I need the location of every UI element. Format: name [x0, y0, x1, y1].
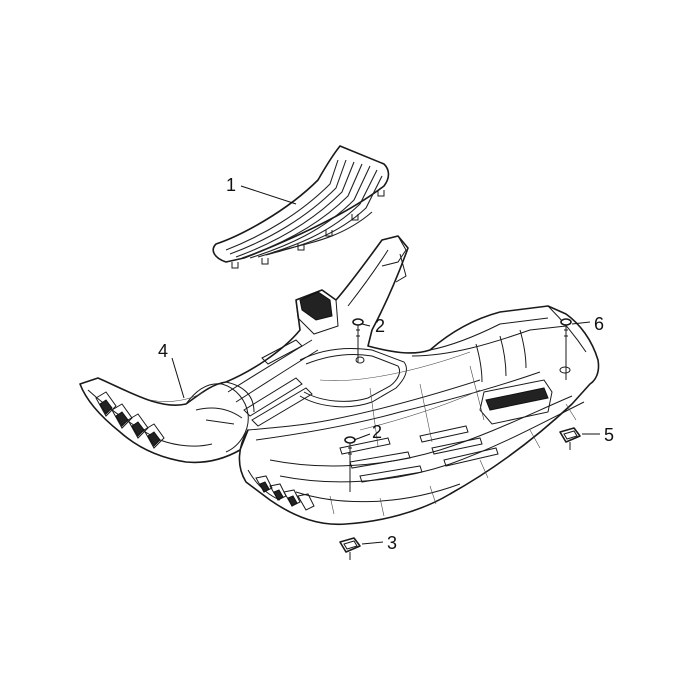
screw-2b	[344, 436, 356, 492]
callout-6: 6	[594, 314, 604, 334]
screw-2a	[352, 318, 364, 362]
screw-6	[560, 318, 572, 380]
clip-nut-5	[559, 427, 581, 450]
floor-panel-part	[79, 235, 600, 526]
callout-5: 5	[604, 425, 614, 445]
footrest-mat-part	[212, 145, 390, 269]
callout-2a: 2	[375, 316, 385, 336]
clip-nut-3	[339, 537, 361, 560]
callout-2b: 2	[372, 422, 382, 442]
leader-lines	[171, 185, 600, 545]
callout-3: 3	[387, 533, 397, 553]
callout-1: 1	[226, 175, 236, 195]
callout-4: 4	[158, 341, 168, 361]
